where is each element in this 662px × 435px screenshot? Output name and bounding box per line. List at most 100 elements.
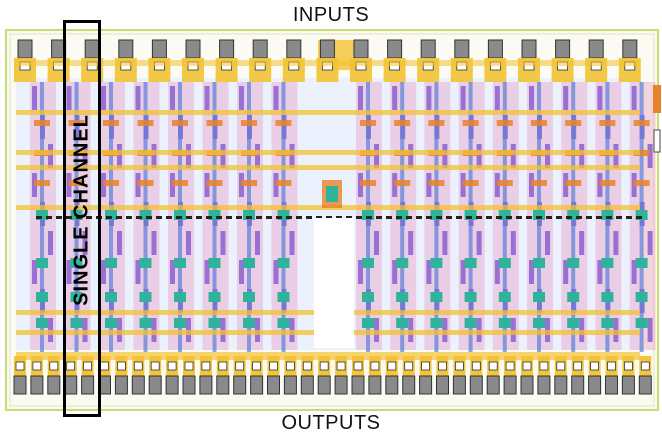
poly-gate <box>647 144 653 168</box>
diffusion <box>464 210 477 220</box>
diffusion <box>430 318 443 328</box>
output-pad <box>419 375 433 395</box>
output-contact <box>252 361 262 371</box>
poly-gate <box>476 231 482 255</box>
poly-gate <box>204 260 210 284</box>
output-pad <box>317 375 331 395</box>
output-contact <box>49 361 59 371</box>
output-contact <box>32 361 42 371</box>
input-pad <box>353 39 369 59</box>
output-contact <box>235 361 245 371</box>
contact-strip <box>531 180 547 186</box>
bus-dash <box>366 216 372 219</box>
contact-strip <box>68 180 85 186</box>
single-channel-label: SINGLE CHANNEL <box>70 114 93 306</box>
input-pad <box>118 39 134 59</box>
output-contact <box>285 361 295 371</box>
poly-gate <box>613 231 619 255</box>
output-contact <box>539 361 549 371</box>
poly-gate <box>289 144 295 168</box>
contact-strip <box>394 180 411 186</box>
poly-gate <box>32 86 37 110</box>
output-pad <box>148 375 162 395</box>
poly-gate <box>392 260 398 284</box>
bus-dash <box>136 216 142 219</box>
output-contact <box>404 361 414 371</box>
poly-gate <box>255 231 260 255</box>
poly-gate <box>289 231 295 255</box>
bus-dash <box>286 216 292 219</box>
contact-strip <box>172 180 188 186</box>
output-pads <box>13 352 652 395</box>
output-pad <box>554 375 568 395</box>
poly-gate <box>631 86 637 110</box>
poly-gate <box>273 260 279 284</box>
output-pad <box>571 375 585 395</box>
diffusion <box>36 318 48 328</box>
bus-dash <box>576 216 582 219</box>
diffusion <box>36 292 48 302</box>
diffusion <box>36 210 48 220</box>
bus-dash <box>86 216 92 219</box>
bus-dash <box>406 216 412 219</box>
diffusion <box>70 292 83 302</box>
output-pad <box>131 375 145 395</box>
bus-dash <box>376 216 382 219</box>
diffusion <box>396 292 409 302</box>
diffusion <box>498 258 511 268</box>
bus-dash <box>126 216 132 219</box>
contact-strip <box>103 120 119 126</box>
output-pad <box>334 375 348 395</box>
poly-gate <box>426 86 432 110</box>
output-contact <box>387 361 397 371</box>
diffusion <box>208 258 221 268</box>
input-pad <box>588 39 604 59</box>
bus-dash <box>566 216 572 219</box>
poly-gate <box>579 144 585 168</box>
bus-dash <box>186 216 192 219</box>
diffusion <box>498 318 511 328</box>
output-pad <box>436 375 449 395</box>
bus-dash <box>146 216 152 219</box>
output-pad <box>267 375 280 395</box>
contact-strip <box>633 150 650 156</box>
horizontal-bus <box>16 150 640 155</box>
poly-gate <box>374 231 379 255</box>
diffusion <box>277 210 290 220</box>
contact-strip <box>275 120 292 126</box>
outputs-label: OUTPUTS <box>281 412 381 434</box>
input-bus <box>16 60 640 66</box>
bus-dash <box>76 216 82 219</box>
diffusion <box>464 258 477 268</box>
output-pad <box>385 375 399 395</box>
output-pad <box>182 375 196 395</box>
output-pad <box>81 375 95 395</box>
bus-dash <box>46 216 52 219</box>
poly-gate <box>101 86 106 110</box>
output-contact <box>590 361 599 371</box>
poly-gate <box>476 144 482 168</box>
diffusion <box>105 292 117 302</box>
bus-dash <box>616 216 622 219</box>
bus-dash <box>106 216 112 219</box>
contact-strip <box>137 120 154 126</box>
bus-dash <box>456 216 462 219</box>
poly-gate <box>239 260 244 284</box>
horizontal-bus <box>16 110 640 115</box>
poly-gate <box>135 260 141 284</box>
contact-strip <box>633 120 650 126</box>
bus-dash <box>476 216 482 219</box>
bus-dash <box>516 216 522 219</box>
bus-dash <box>396 216 402 219</box>
center-gap <box>314 218 354 348</box>
diffusion <box>567 210 580 220</box>
contact-strip <box>103 180 119 186</box>
diffusion <box>105 210 117 220</box>
input-pad <box>286 39 302 59</box>
contact-strip <box>565 180 582 186</box>
diffusion <box>243 292 255 302</box>
bus-dash <box>226 216 232 219</box>
output-pad <box>402 375 416 395</box>
contact-strip <box>496 120 513 126</box>
poly-gate <box>563 260 569 284</box>
